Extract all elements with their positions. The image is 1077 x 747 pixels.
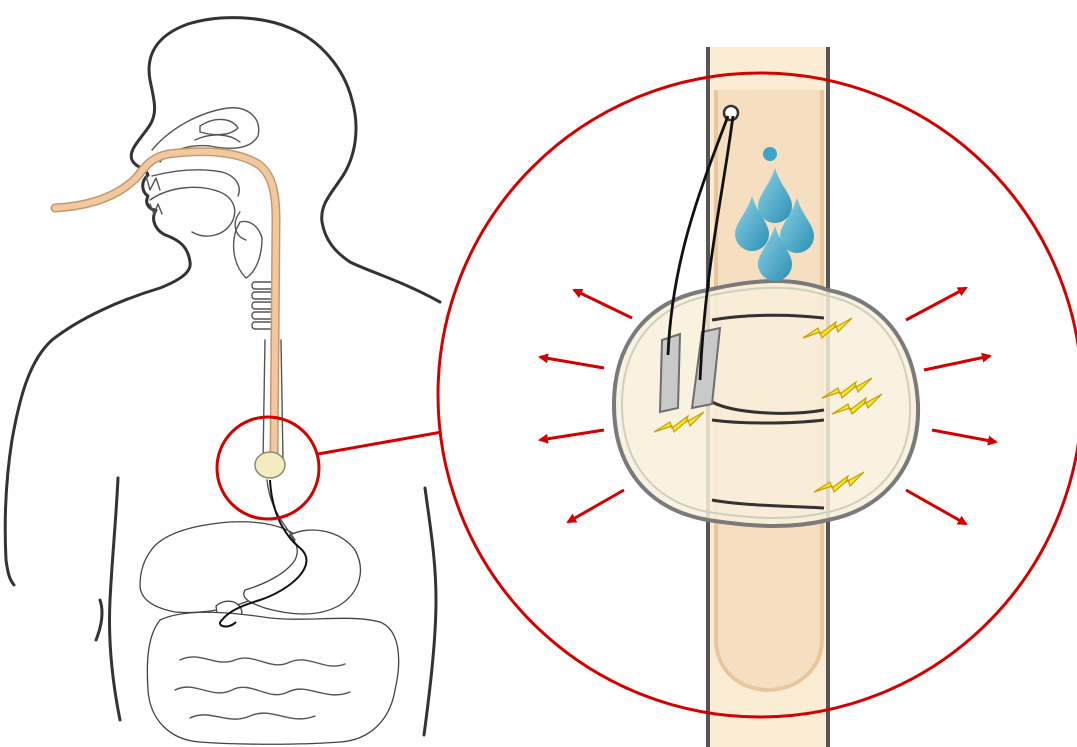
catheter-tube (55, 152, 276, 460)
sensor-plate-1 (660, 334, 680, 412)
turbinate-2 (195, 135, 240, 142)
human-figure (5, 18, 440, 745)
larynx (234, 222, 262, 278)
callout-connector (318, 432, 442, 454)
droplet-small-icon (763, 147, 777, 161)
arm-line-left (96, 600, 102, 640)
body-silhouette (5, 18, 440, 585)
colon (147, 612, 398, 744)
teeth-upper (146, 176, 160, 190)
catheter-tube-fill (55, 152, 276, 460)
tongue (150, 187, 235, 236)
torso-left-side (109, 478, 120, 720)
torso-right-side (424, 488, 436, 735)
turbinate (200, 119, 238, 134)
zoom-view (438, 47, 1077, 747)
epiglottis (235, 212, 246, 240)
balloon-small (255, 452, 285, 478)
